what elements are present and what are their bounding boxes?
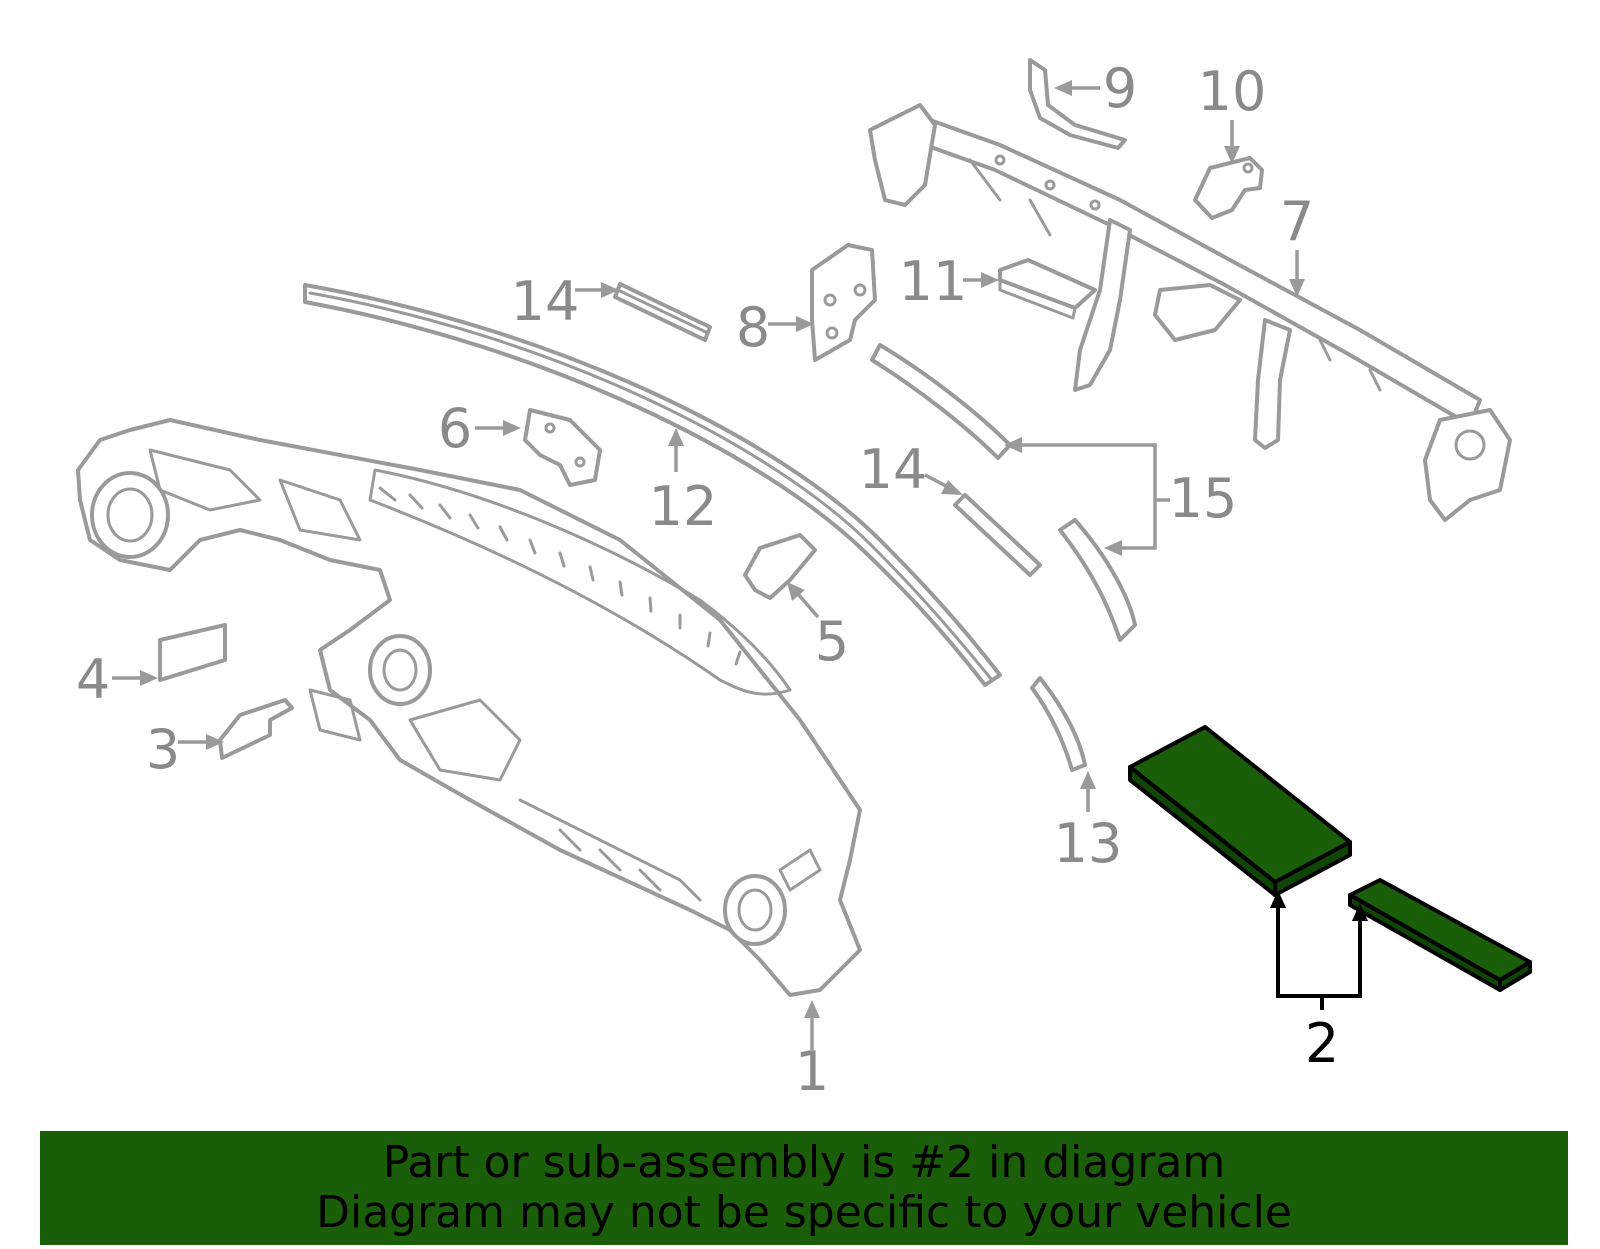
part-15-lower-trim bbox=[1058, 518, 1137, 642]
callout-15: 15 bbox=[1169, 467, 1238, 530]
callout-5: 5 bbox=[815, 610, 849, 673]
footer-banner: Part or sub-assembly is #2 in diagram Di… bbox=[40, 1131, 1568, 1245]
callout-6: 6 bbox=[438, 397, 472, 460]
part-5-bracket bbox=[743, 533, 817, 600]
part-10-bracket bbox=[1193, 156, 1264, 220]
callout-7: 7 bbox=[1280, 190, 1314, 253]
leader-lines bbox=[112, 80, 1368, 1050]
callout-14-upper: 14 bbox=[511, 270, 580, 333]
part-15-upper-trim bbox=[870, 343, 1012, 460]
part-14-upper-pad bbox=[613, 282, 712, 342]
part-14-lower-pad bbox=[953, 493, 1042, 577]
part-4-duct bbox=[158, 623, 227, 682]
callout-labels: 1 2 3 4 5 6 7 8 9 10 11 12 13 14 14 15 bbox=[76, 57, 1339, 1103]
part-6-bracket bbox=[523, 408, 602, 487]
callout-1: 1 bbox=[795, 1040, 829, 1103]
part-3-duct bbox=[218, 698, 294, 760]
part-2-upper-pad bbox=[1128, 725, 1352, 897]
callout-9: 9 bbox=[1103, 57, 1137, 120]
callout-4: 4 bbox=[76, 648, 110, 711]
footer-line-2: Diagram may not be specific to your vehi… bbox=[316, 1187, 1292, 1238]
callout-3: 3 bbox=[146, 718, 180, 781]
part-12-molding bbox=[303, 283, 1002, 687]
callout-10: 10 bbox=[1198, 60, 1267, 123]
part-7-reinforcement-beam bbox=[868, 103, 1512, 522]
callout-8: 8 bbox=[736, 296, 770, 359]
callout-14-lower: 14 bbox=[859, 438, 928, 501]
part-9-bracket bbox=[1028, 58, 1127, 150]
callout-2: 2 bbox=[1305, 1012, 1339, 1075]
part-13-trim bbox=[1030, 676, 1087, 772]
callout-11: 11 bbox=[899, 250, 968, 313]
footer-line-1: Part or sub-assembly is #2 in diagram bbox=[382, 1137, 1226, 1188]
part-1-instrument-panel bbox=[76, 418, 862, 997]
part-11-pad bbox=[998, 258, 1097, 320]
callout-13: 13 bbox=[1054, 812, 1123, 875]
callout-12: 12 bbox=[649, 475, 718, 538]
part-2-lower-pad bbox=[1348, 878, 1532, 992]
part-8-bracket bbox=[810, 243, 877, 362]
